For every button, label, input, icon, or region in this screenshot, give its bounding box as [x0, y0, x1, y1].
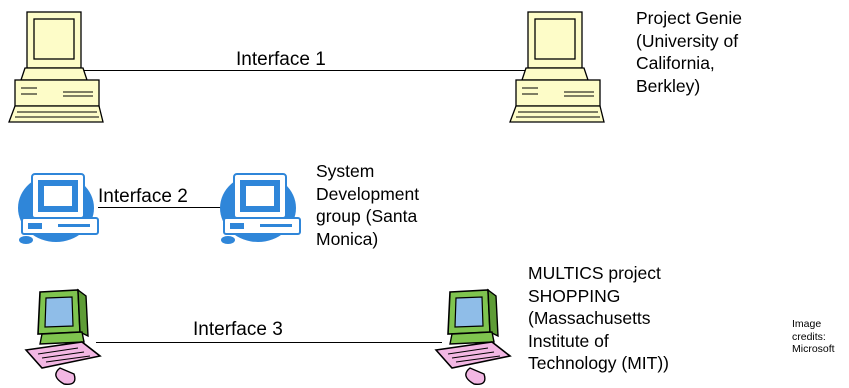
interface-1-label: Interface 1	[236, 49, 326, 70]
site-project-genie-text: Project Genie (University of California,…	[636, 8, 743, 96]
beige-desktop-computer-icon	[509, 11, 605, 123]
interface-1-line	[70, 70, 545, 71]
site-system-development-text: System Development group (Santa Monica)	[316, 161, 420, 249]
blue-computer-icon	[220, 173, 301, 244]
interface-3-label: Interface 3	[193, 319, 283, 340]
cartoon-computer-icon	[24, 288, 102, 385]
blue-computer-icon	[18, 173, 99, 244]
cartoon-computer-icon	[434, 288, 512, 385]
interface-2-line	[98, 207, 230, 208]
interface-3-line	[96, 342, 442, 343]
site-multics-text: MULTICS project SHOPPING (Massachusetts …	[528, 263, 670, 373]
beige-desktop-computer-icon	[8, 11, 104, 123]
interface-2-label: Interface 2	[98, 186, 188, 207]
image-credits: Image credits: Microsoft	[792, 318, 835, 355]
